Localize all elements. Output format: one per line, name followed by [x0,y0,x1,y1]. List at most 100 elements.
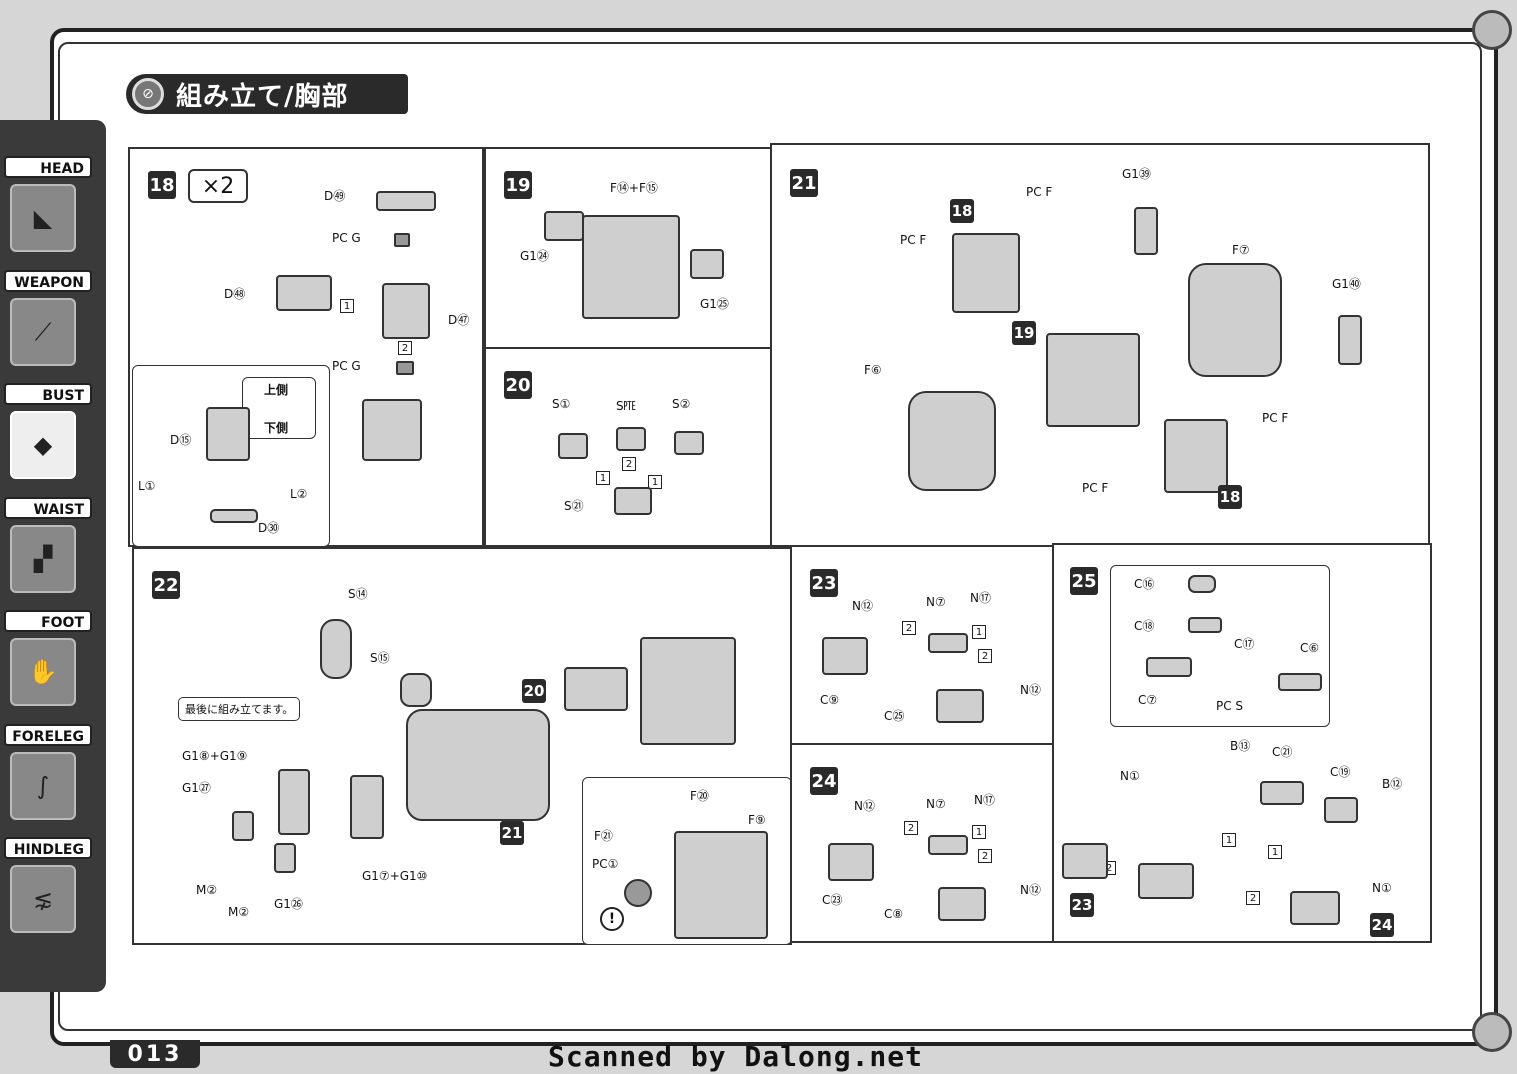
part-s2 [674,431,704,455]
order-box: 1 [972,625,986,639]
part-d48 [276,275,332,311]
orientation-bottom-label: 下側 [264,421,289,435]
part-g1-39 [1134,207,1158,255]
quantity-badge: ×2 [188,169,248,203]
nav-item-weapon[interactable]: WEAPON ⟋ [4,270,92,370]
step-number: 24 [810,767,838,795]
part-label: N⑰ [974,793,995,807]
order-box: 1 [972,825,986,839]
nav-item-foot[interactable]: FOOT ✋ [4,610,92,710]
part-d30 [210,509,258,523]
order-box: 2 [398,341,412,355]
order-box: 2 [902,621,916,635]
part-label: C⑰ [1234,637,1255,651]
part-f6-frame [908,391,996,491]
part-s1 [558,433,588,459]
jaw-assembly [1138,863,1194,899]
part-label: M② [196,883,218,897]
part-label: C⑦ [1138,693,1158,707]
part-label: L② [290,487,308,501]
hindleg-icon: ⋦ [10,865,76,933]
part-label: G1㉕ [700,297,729,311]
part-n7 [928,633,968,653]
step-19-panel: 19 F⑭+F⑮ G1㉔ G1㉕ [484,147,772,349]
part-label: PC S [1216,699,1244,713]
orientation-callout [242,377,316,439]
part-label: B⑬ [1230,739,1251,753]
part-label: S② [672,397,691,411]
part-label: S㉑ [564,499,584,513]
part-label: M② [228,905,250,919]
assembly-18-second [1164,419,1228,493]
warning-icon: ! [600,907,624,931]
detail-callout [1110,565,1330,727]
part-label: F⑥ [864,363,882,377]
assembly-note: 最後に組み立てます。 [178,697,301,721]
ref-step-badge: 23 [1070,893,1094,917]
part-g1-25 [690,249,724,279]
part-label: C⑲ [1330,765,1351,779]
part-s14-hose [320,619,352,679]
part-n7 [928,835,968,855]
nav-label: FOOT [4,610,92,632]
nav-label: WAIST [4,497,92,519]
nav-item-bust[interactable]: BUST ◆ [4,383,92,483]
part-s15-hose [400,673,432,707]
foreleg-icon: ∫ [10,752,76,820]
part-nav-sidebar: HEAD ◣ WEAPON ⟋ BUST ◆ WAIST ▞ FOOT ✋ FO… [0,120,106,992]
step-20-panel: 20 S① S㉐ S② 1 2 1 S㉑ [484,347,772,547]
nav-label: HINDLEG [4,837,92,859]
part-label: G1⑦+G1⑩ [362,869,428,883]
waist-icon: ▞ [10,525,76,593]
nav-item-foreleg[interactable]: FORELEG ∫ [4,724,92,824]
page-number: 013 [110,1040,200,1068]
part-s21 [614,487,652,515]
assembly-24-part [1290,891,1340,925]
nav-label: WEAPON [4,270,92,292]
part-d15 [206,407,250,461]
step-number: 20 [504,371,532,399]
part-label: C㉕ [884,709,905,723]
nav-item-waist[interactable]: WAIST ▞ [4,497,92,597]
scan-credit: Scanned by Dalong.net [548,1040,924,1073]
ref-step-badge: 18 [950,199,974,223]
step-25-panel: 25 C⑯ C⑱ C⑰ C⑥ C⑦ PC S B⑬ C㉑ C⑲ B⑫ N① N①… [1052,543,1432,943]
ref-step-badge: 19 [1012,321,1036,345]
part-label: C㉑ [1272,745,1293,759]
part-label: C⑨ [820,693,840,707]
order-box: 1 [596,471,610,485]
nav-item-head[interactable]: HEAD ◣ [4,156,92,256]
step-18-panel: 18 ×2 D㊾ PC G D㊽ 1 D㊼ 2 PC G 上側 下側 D⑮ L①… [128,147,484,547]
part-label: D㉚ [258,521,280,535]
assembly-23-part [1062,843,1108,879]
part-g1-8-9 [278,769,310,835]
part-label: S⑮ [370,651,390,665]
part-label: N① [1120,769,1140,783]
head-icon: ◣ [10,184,76,252]
step-number: 25 [1070,567,1098,595]
part-pc [396,361,414,375]
part-c19 [1324,797,1358,823]
part-label: G1⑧+G1⑨ [182,749,248,763]
part-g1-26 [274,843,296,873]
step-number: 21 [790,169,818,197]
step-22-panel: 22 S⑭ S⑮ 最後に組み立てます。 20 21 G1⑧+G1⑨ G1㉗ M②… [132,547,792,945]
part-label: D㊾ [324,189,346,203]
part-label: D㊼ [448,313,470,327]
part-frame-f14-f15 [582,215,680,319]
assembly-21-body [406,709,550,821]
ref-step-badge: 20 [522,679,546,703]
part-label: PC F [1026,185,1053,199]
ref-step-badge: 24 [1370,913,1394,937]
part-label: G1㊵ [1332,277,1361,291]
step-number: 19 [504,171,532,199]
order-box: 2 [622,457,636,471]
assembly-19 [1046,333,1140,427]
part-label: F㉑ [594,829,613,843]
part-c8 [938,887,986,921]
nav-item-hindleg[interactable]: HINDLEG ⋦ [4,837,92,937]
part-g1-40 [1338,315,1362,365]
part-d47 [382,283,430,339]
order-box: 2 [904,821,918,835]
step-number: 22 [152,571,180,599]
